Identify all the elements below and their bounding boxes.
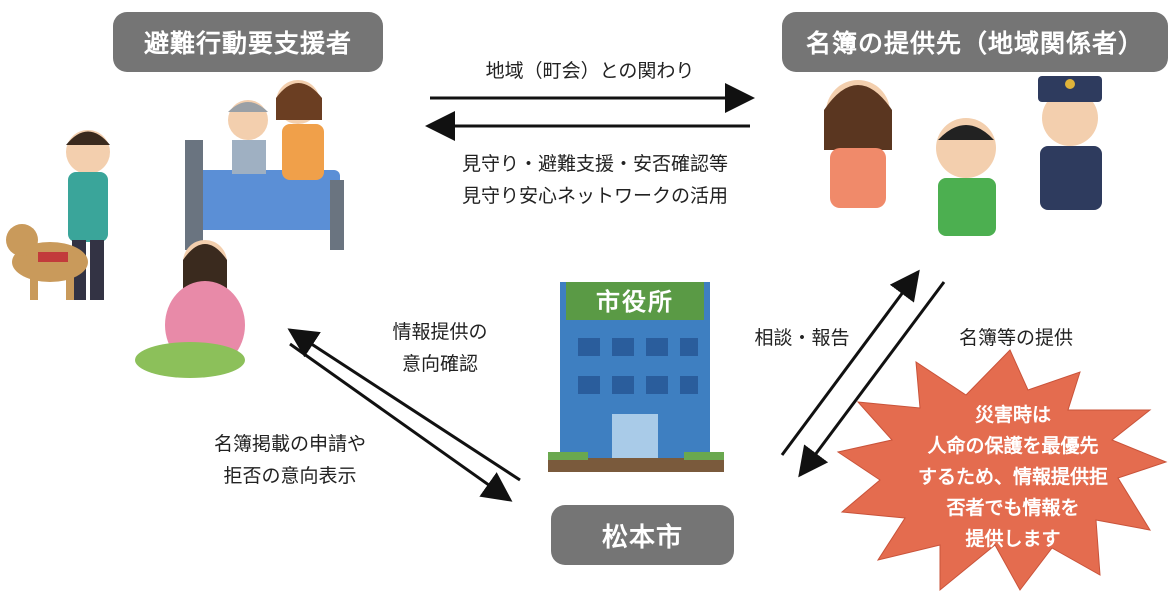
label-community-relation: 地域（町会）との関わり bbox=[485, 60, 695, 82]
caregiver-bed-illustration bbox=[185, 80, 344, 250]
warning-burst-text: 災害時は 人命の保護を最優先 するため、情報提供拒 否者でも情報を 提供します bbox=[872, 400, 1154, 555]
support-needed-box: 避難行動要支援者 bbox=[113, 12, 383, 72]
pregnant-woman-illustration bbox=[135, 240, 245, 378]
burst-line-1: 災害時は bbox=[974, 404, 1051, 426]
arrow-application bbox=[289, 342, 513, 502]
city-hall-illustration bbox=[548, 282, 724, 472]
label-consult: 相談・報告 bbox=[754, 327, 850, 349]
label-provide: 名簿等の提供 bbox=[958, 327, 1073, 349]
burst-line-2: 人命の保護を最優先 bbox=[927, 435, 1099, 457]
label-intention-1: 情報提供の bbox=[392, 321, 488, 343]
label-support-line-1: 見守り・避難支援・安否確認等 bbox=[461, 153, 728, 175]
guide-dog-person-illustration bbox=[6, 130, 110, 300]
city-hall-sign: 市役所 bbox=[596, 288, 674, 316]
label-intention-2: 意向確認 bbox=[401, 353, 478, 375]
label-application-2: 拒否の意向表示 bbox=[223, 465, 357, 487]
arrow-provide bbox=[798, 281, 946, 478]
community-members-illustration bbox=[824, 76, 1102, 236]
burst-line-4: 否者でも情報を bbox=[946, 497, 1080, 519]
arrow-consult bbox=[780, 269, 920, 456]
burst-line-5: 提供します bbox=[965, 528, 1061, 550]
list-recipient-box: 名簿の提供先（地域関係者） bbox=[782, 12, 1168, 72]
city-box: 松本市 bbox=[551, 505, 734, 565]
label-application-1: 名簿掲載の申請や bbox=[213, 433, 366, 455]
arrow-intention-check bbox=[287, 328, 521, 482]
warning-burst-shape bbox=[836, 349, 1168, 592]
burst-line-3: するため、情報提供拒 bbox=[917, 466, 1108, 488]
label-support-line-2: 見守り安心ネットワークの活用 bbox=[461, 185, 728, 207]
